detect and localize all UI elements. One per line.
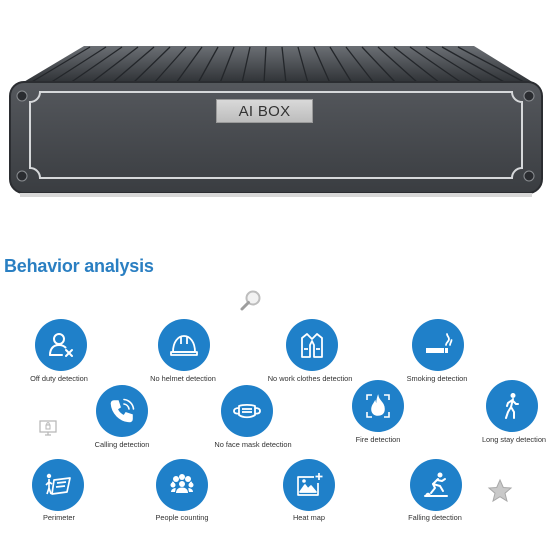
feature-falling: Falling detection: [380, 459, 490, 539]
feature-label: Off duty detection: [30, 374, 88, 383]
feature-label: Perimeter: [42, 513, 76, 522]
feature-label: Smoking detection: [406, 374, 468, 383]
walking-person-icon: [486, 380, 538, 432]
magnifier-icon: [239, 289, 263, 318]
person-x-icon: [35, 319, 87, 371]
ai-box-device: AI BOX: [0, 0, 550, 215]
feature-label: Calling detection: [94, 440, 150, 449]
feature-label: No face mask detection: [214, 440, 292, 449]
feature-off-duty: Off duty detection: [4, 319, 114, 399]
cigarette-icon: [412, 319, 464, 371]
feature-smoking: Smoking detection: [382, 319, 492, 399]
screw-icons: [16, 90, 535, 182]
feature-heat-map: Heat map: [254, 459, 364, 539]
front-panel-frame: [29, 91, 523, 179]
feature-fire: Fire detection: [323, 380, 433, 465]
feature-long-stay: Long stay detection: [459, 380, 550, 465]
vest-icon: [286, 319, 338, 371]
star-icon: [487, 478, 513, 509]
section-title: Behavior analysis: [4, 256, 154, 276]
monitor-lock-icon: [38, 418, 58, 443]
crowd-icon: [156, 459, 208, 511]
feature-label: Falling detection: [408, 513, 462, 522]
face-mask-icon: [221, 385, 273, 437]
feature-label: Long stay detection: [481, 435, 547, 444]
phone-icon: [96, 385, 148, 437]
device-badge: AI BOX: [216, 99, 313, 123]
helmet-icon: [158, 319, 210, 371]
feature-calling: Calling detection: [67, 385, 177, 465]
feature-label: People counting: [155, 513, 209, 522]
perimeter-icon: [32, 459, 84, 511]
heatsink-fins: [29, 46, 527, 84]
falling-person-icon: [410, 459, 462, 511]
feature-perimeter: Perimeter: [4, 459, 114, 539]
feature-people-counting: People counting: [127, 459, 237, 539]
fire-icon: [352, 380, 404, 432]
feature-label: Fire detection: [355, 435, 401, 444]
feature-no-helmet: No helmet detection: [128, 319, 238, 399]
device-illustration: [9, 46, 543, 197]
feature-label: No work clothes detection: [267, 374, 353, 383]
feature-no-work-clothes: No work clothes detection: [255, 319, 365, 399]
feature-no-face-mask: No face mask detection: [198, 385, 308, 465]
feature-label: Heat map: [292, 513, 326, 522]
heat-map-icon: [283, 459, 335, 511]
feature-label: No helmet detection: [150, 374, 216, 383]
